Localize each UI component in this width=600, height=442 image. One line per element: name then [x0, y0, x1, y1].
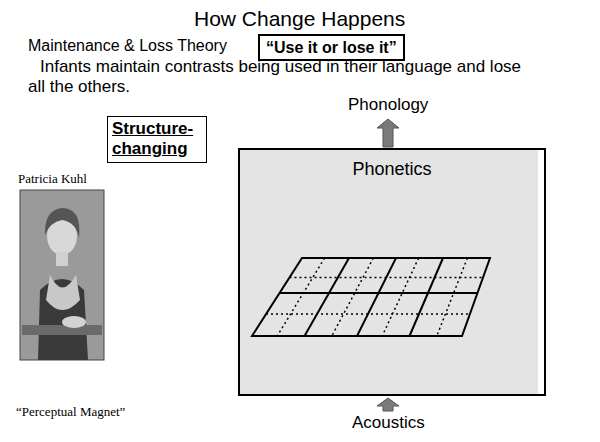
- structure-box: Structure-changing: [107, 116, 207, 163]
- level-label: Phonology: [348, 95, 428, 115]
- box-text: Structure-changing: [112, 119, 202, 160]
- phonetics-ground: [238, 148, 538, 396]
- note-text: Infants maintain contrasts being used in…: [28, 57, 528, 98]
- portrait-photo: [20, 190, 104, 360]
- dotted-grid: [266, 258, 483, 336]
- perceptual-grid: [252, 258, 490, 336]
- box-text: “Use it or lose it”: [266, 38, 397, 57]
- theory-name: Maintenance & Loss Theory: [28, 36, 227, 55]
- phonetics-box: Phonetics: [238, 148, 546, 396]
- photo-caption: “Perceptual Magnet”: [16, 404, 125, 420]
- photo-caption: Patricia Kuhl: [18, 171, 87, 187]
- box-text: Phonetics: [240, 159, 544, 181]
- level-label: Acoustics: [352, 413, 425, 433]
- slogan-box: “Use it or lose it”: [258, 34, 405, 61]
- title: How Change Happens: [194, 6, 405, 31]
